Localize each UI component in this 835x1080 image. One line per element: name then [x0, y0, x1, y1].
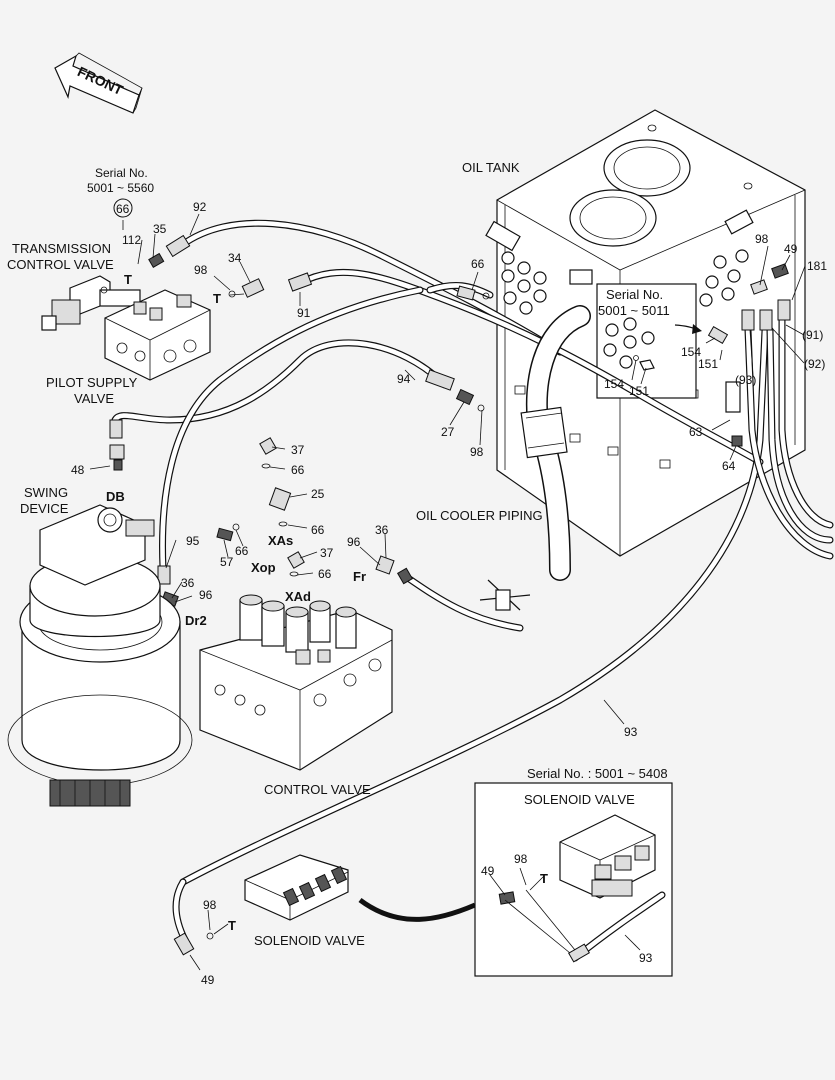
- part-98-e: 98: [203, 898, 217, 912]
- port-labels: T T DB XAs Xop XAd Fr Dr2 T T: [106, 272, 548, 933]
- part-66-d: 66: [235, 544, 249, 558]
- part-91: 91: [297, 306, 311, 320]
- part-48: 48: [71, 463, 85, 477]
- transmission-control-valve-label-2: CONTROL VALVE: [7, 257, 114, 272]
- port-DB: DB: [106, 489, 125, 504]
- part-66-c: 66: [311, 523, 325, 537]
- part-numbers: 66 112 35 92 98 34 91 66 94 27 98 48 95 …: [71, 198, 827, 987]
- tank-inset-serial-title: Serial No.: [606, 287, 663, 302]
- part-93: 93: [624, 725, 638, 739]
- tank-inset-serial-range: 5001 ~ 5011: [598, 303, 670, 318]
- fittings: [109, 234, 791, 956]
- leader-lines: [89, 213, 806, 971]
- top-left-serial-range: 5001 ~ 5560: [87, 181, 154, 195]
- part-92-paren: (92): [804, 357, 825, 371]
- hoses: [111, 219, 834, 944]
- transmission-control-valve-label-1: TRANSMISSION: [12, 241, 111, 256]
- bottom-inset-serial: Serial No. : 5001 ~ 5408: [527, 766, 668, 781]
- swing-device-label-1: SWING: [24, 485, 68, 500]
- port-T-1: T: [124, 272, 132, 287]
- solenoid-valve-inset: Serial No. : 5001 ~ 5408 SOLENOID VALVE: [474, 766, 673, 977]
- tank-port-rear: [603, 139, 691, 197]
- port-Fr: Fr: [353, 569, 366, 584]
- part-36-b: 36: [181, 576, 195, 590]
- part-49-b: 49: [481, 864, 495, 878]
- pilot-supply-valve-label-1: PILOT SUPPLY: [46, 375, 138, 390]
- tank-fittings-right: [699, 249, 749, 307]
- oil-tank-label: OIL TANK: [462, 160, 520, 175]
- part-66-a: 66: [471, 257, 485, 271]
- part-64: 64: [722, 459, 736, 473]
- oil-cooler-piping-label: OIL COOLER PIPING: [416, 508, 543, 523]
- part-57: 57: [220, 555, 234, 569]
- part-66-e: 66: [318, 567, 332, 581]
- part-66-b: 66: [291, 463, 305, 477]
- control-valve: [199, 594, 393, 771]
- part-112: 112: [122, 233, 141, 247]
- part-49-a: 49: [784, 242, 798, 256]
- part-36-a: 36: [375, 523, 389, 537]
- part-66-circled: 66: [116, 202, 130, 216]
- part-27: 27: [441, 425, 455, 439]
- swing-device: [7, 504, 193, 807]
- solenoid-valve-main-label: SOLENOID VALVE: [254, 933, 365, 948]
- part-35: 35: [153, 222, 167, 236]
- solenoid-valve-inset-label: SOLENOID VALVE: [524, 792, 635, 807]
- port-XAd: XAd: [285, 589, 311, 604]
- part-98-d: 98: [514, 852, 528, 866]
- part-98-c: 98: [755, 232, 769, 246]
- part-154-a: 154: [681, 345, 701, 359]
- part-63: 63: [689, 425, 703, 439]
- top-left-serial-title: Serial No.: [95, 166, 148, 180]
- part-93-b: 93: [639, 951, 653, 965]
- part-154-b: 154: [604, 377, 624, 391]
- pilot-supply-valve: [104, 289, 211, 381]
- part-151-a: 151: [698, 357, 718, 371]
- part-181: 181: [807, 259, 827, 273]
- part-49-c: 49: [201, 973, 215, 987]
- pilot-supply-valve-label-2: VALVE: [74, 391, 114, 406]
- port-XAs: XAs: [268, 533, 293, 548]
- swing-device-label-2: DEVICE: [20, 501, 69, 516]
- part-92: 92: [193, 200, 207, 214]
- part-91-paren: (91): [802, 328, 823, 342]
- part-95: 95: [186, 534, 200, 548]
- part-96-b: 96: [199, 588, 213, 602]
- solenoid-valve-main: [244, 854, 349, 921]
- control-valve-label: CONTROL VALVE: [264, 782, 371, 797]
- part-37-a: 37: [291, 443, 305, 457]
- tank-port-front: [569, 189, 657, 247]
- port-T-4: T: [540, 871, 548, 886]
- front-direction-arrow: FRONT: [54, 52, 143, 114]
- port-Dr2: Dr2: [185, 613, 207, 628]
- component-labels: OIL TANK TRANSMISSION CONTROL VALVE PILO…: [7, 160, 543, 948]
- part-151-b: 151: [629, 384, 649, 398]
- port-T-2: T: [213, 291, 221, 306]
- part-94: 94: [397, 372, 411, 386]
- part-37-b: 37: [320, 546, 334, 560]
- port-T-3: T: [228, 918, 236, 933]
- part-93-paren: (93): [735, 373, 756, 387]
- part-98-b: 98: [470, 445, 484, 459]
- tank-fittings-left: [501, 251, 547, 315]
- transmission-control-valve: [41, 275, 141, 331]
- part-34: 34: [228, 251, 242, 265]
- circled-part-66-badge: [113, 198, 133, 218]
- part-96-a: 96: [347, 535, 361, 549]
- part-98-a: 98: [194, 263, 208, 277]
- port-Xop: Xop: [251, 560, 276, 575]
- part-25: 25: [311, 487, 325, 501]
